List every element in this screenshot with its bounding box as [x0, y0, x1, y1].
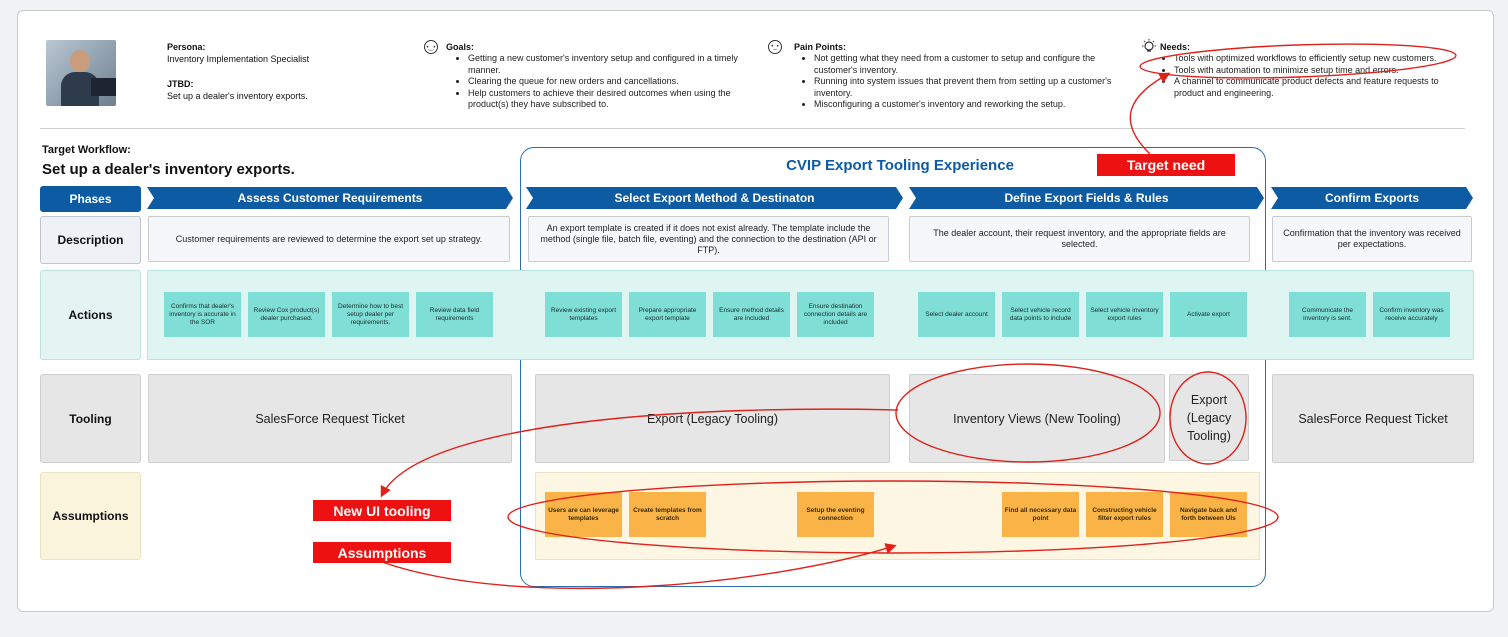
action-card: Confirm inventory was receive accurately: [1373, 292, 1450, 337]
actions-row-label: Actions: [40, 270, 141, 360]
needs-label: Needs:: [1160, 42, 1191, 52]
persona-label: Persona:: [167, 42, 206, 52]
need-item: Tools with automation to minimize setup …: [1174, 65, 1464, 77]
target-need-tag: Target need: [1097, 154, 1235, 176]
assumption-card: Setup the eventing connection: [797, 492, 874, 537]
goals-face-icon: •‿•: [424, 40, 438, 54]
pain-points-list: Not getting what they need from a custom…: [800, 53, 1114, 111]
goal-item: Clearing the queue for new orders and ca…: [468, 76, 753, 88]
action-card: Communicate the inventory is sent.: [1289, 292, 1366, 337]
pain-point-item: Running into system issues that prevent …: [814, 76, 1114, 99]
action-card: Review Cox product(s) dealer purchased.: [248, 292, 325, 337]
cvip-container: [520, 147, 1266, 587]
phase-confirm-exports: Confirm Exports: [1271, 187, 1473, 209]
assumptions-row-label: Assumptions: [40, 472, 141, 560]
assumption-card: Constructing vehicle filter export rules: [1086, 492, 1163, 537]
pain-face-icon: •_•: [768, 40, 782, 54]
persona-photo: [46, 40, 116, 106]
workflow-label: Target Workflow:: [42, 144, 131, 156]
phase-assess-requirements: Assess Customer Requirements: [147, 187, 513, 209]
needs-highlight-ellipse: [1139, 43, 1457, 79]
assumptions-highlight-ellipse: [507, 480, 1279, 554]
persona-value: Inventory Implementation Specialist: [167, 54, 310, 64]
assumption-card: Create templates from scratch: [629, 492, 706, 537]
action-card: Select vehicle inventory export rules: [1086, 292, 1163, 337]
tooling-salesforce-ticket: SalesForce Request Ticket: [148, 374, 512, 463]
assumption-card: Find all necessary data point: [1002, 492, 1079, 537]
workflow-title: Set up a dealer's inventory exports.: [42, 161, 295, 178]
action-card: Prepare appropriate export template: [629, 292, 706, 337]
action-card: Select vehicle record data points to inc…: [1002, 292, 1079, 337]
action-card: Determine how to best setup dealer per r…: [332, 292, 409, 337]
export-legacy-ellipse: [1169, 371, 1247, 465]
description-confirm: Confirmation that the inventory was rece…: [1272, 216, 1472, 262]
action-card: Activate export: [1170, 292, 1247, 337]
phases-row-label: Phases: [40, 186, 141, 212]
assumptions-arrow: [381, 543, 897, 590]
action-card: Ensure method details are included: [713, 292, 790, 337]
pain-point-item: Not getting what they need from a custom…: [814, 53, 1114, 76]
description-assess: Customer requirements are reviewed to de…: [148, 216, 510, 262]
goals-label: Goals:: [446, 42, 475, 52]
cvip-title: CVIP Export Tooling Experience: [786, 157, 1014, 174]
jtbd-value: Set up a dealer's inventory exports.: [167, 91, 308, 101]
new-ui-tooling-arrow: [380, 408, 899, 498]
header-divider: [40, 128, 1465, 129]
target-need-arrow: [1129, 72, 1171, 155]
description-select-method: An export template is created if it does…: [528, 216, 889, 262]
lightbulb-icon: [1140, 38, 1158, 56]
action-card: Ensure destination connection details ar…: [797, 292, 874, 337]
tooling-inventory-views: Inventory Views (New Tooling): [909, 374, 1165, 463]
pain-point-item: Misconfiguring a customer's inventory an…: [814, 99, 1114, 111]
assumptions-tag: Assumptions: [313, 542, 451, 563]
tooling-row-label: Tooling: [40, 374, 141, 463]
goal-item: Help customers to achieve their desired …: [468, 88, 753, 111]
tooling-salesforce-ticket-confirm: SalesForce Request Ticket: [1272, 374, 1474, 463]
goal-item: Getting a new customer's inventory setup…: [468, 53, 753, 76]
need-item: Tools with optimized workflows to effici…: [1174, 53, 1464, 65]
description-row-label: Description: [40, 216, 141, 264]
inventory-views-ellipse: [895, 363, 1161, 463]
goals-list: Getting a new customer's inventory setup…: [454, 53, 753, 111]
pain-points-label: Pain Points:: [794, 42, 847, 52]
need-item: A channel to communicate product defects…: [1174, 76, 1464, 99]
tooling-export-legacy-small: Export (Legacy Tooling): [1169, 374, 1249, 461]
new-ui-tooling-tag: New UI tooling: [313, 500, 451, 521]
description-define-fields: The dealer account, their request invent…: [909, 216, 1250, 262]
jtbd-label: JTBD:: [167, 79, 194, 89]
action-card: Select dealer account: [918, 292, 995, 337]
needs-list: Tools with optimized workflows to effici…: [1160, 53, 1464, 99]
action-card: Review data field requirements: [416, 292, 493, 337]
phase-select-export-method: Select Export Method & Destinaton: [526, 187, 903, 209]
action-card: Review existing export templates: [545, 292, 622, 337]
phase-define-export-fields: Define Export Fields & Rules: [909, 187, 1264, 209]
tooling-export-legacy: Export (Legacy Tooling): [535, 374, 890, 463]
action-card: Confirms that dealer's inventory is accu…: [164, 292, 241, 337]
